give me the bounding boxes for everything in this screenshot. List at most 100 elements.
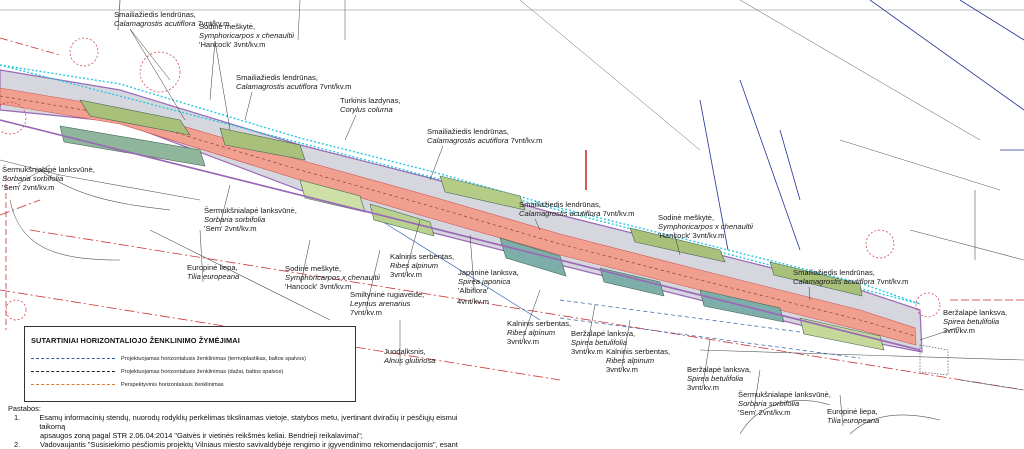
plant-quantity: 3vnt/kv.m (507, 337, 539, 346)
plant-common-name: Europinė liepa, (827, 407, 878, 416)
plant-label: Sodinė meškytė,Symphoricarpos x chenault… (658, 213, 753, 256)
plant-latin-name: Symphoricarpos x chenaultii (658, 222, 753, 231)
leader-line (344, 114, 357, 141)
legend-row-perspective: Perspektyvinis horizontalusis ženklinima… (31, 380, 351, 390)
plant-quantity: 'Albiflora' (458, 286, 489, 295)
plant-labels: Smailiažiedis lendrūnas,Calamagrostis ac… (2, 10, 1007, 427)
note-row: 1.Esamų informacinių stendų, nuorodų rod… (4, 413, 474, 431)
plant-common-name: Kalninis serbentas, (606, 347, 670, 356)
leader-line (429, 145, 444, 181)
plant-quantity: 3vnt/kv.m (606, 365, 638, 374)
leader-line (129, 28, 186, 121)
plant-quantity: 'Sem' 2vnt/kv.m (738, 408, 791, 417)
plant-latin-name: Ribes alpinum (606, 356, 654, 365)
legend-line-perspective (31, 384, 115, 385)
notes-heading: Pastabos: (8, 404, 41, 413)
plant-common-name: Europinė liepa, (187, 263, 238, 272)
leader-line (219, 184, 231, 226)
plant-label: Šermukšnialapė lanksvūnė,Sorbaria sorbif… (2, 164, 95, 192)
note-number: 2. (14, 440, 21, 449)
plant-common-name: Smailiažiedis lendrūnas, (427, 127, 509, 136)
plant-latin-name: Leymus arenarius (350, 299, 411, 308)
leader-line (214, 40, 231, 131)
plant-latin-name: Tilia europeana (187, 272, 239, 281)
plant-common-name: Sodinė meškytė, (285, 264, 341, 273)
plant-label: Beržalapė lanksva,Spirea betulifolia3vnt… (687, 339, 751, 392)
leader-line (469, 234, 475, 288)
leader-line (365, 249, 381, 310)
plant-quantity: 3vnt/kv.m (571, 347, 603, 356)
plant-label: Sodinė meškytė,Symphoricarpos x chenault… (285, 239, 380, 291)
plant-label: Smailiažiedis lendrūnas,Calamagrostis ac… (236, 73, 352, 121)
plant-label: Japoninė lanksva,Spirea japonica'Albiflo… (458, 234, 519, 295)
plant-latin-name: Symphoricarpos x chenaultii (199, 31, 294, 40)
plant-quantity: 7vnt/kv.m (350, 308, 382, 317)
plant-label: Europinė liepa,Tilia europeana (827, 394, 879, 427)
plant-label: Kalninis serbentas,Ribes alpinum3vnt/kv.… (390, 219, 454, 279)
legend-title: SUTARTINIAI HORIZONTALIOJO ŽENKLINIMO ŽY… (31, 336, 240, 345)
legend-row-thermoplastic: Projektuojamas horizontalusis ženklinima… (31, 354, 351, 364)
plant-latin-name: Sorbaria sorbifolia (2, 174, 63, 183)
plant-label: Šermukšnialapė lanksvūnė,Sorbaria sorbif… (204, 184, 297, 233)
legend-text-perspective: Perspektyvinis horizontalusis ženklinima… (121, 382, 224, 388)
plant-common-name: Kalninis serbentas, (390, 252, 454, 261)
plant-latin-name: Sorbaria sorbifolia (204, 215, 265, 224)
leader-line (808, 286, 811, 301)
leader-line (244, 91, 253, 121)
leader-line (300, 239, 311, 284)
notes-block: Pastabos: 1.Esamų informacinių stendų, n… (4, 404, 474, 449)
plant-latin-name: Corylus colurna (340, 105, 393, 114)
plant-common-name: Smailiažiedis lendrūnas, (793, 268, 875, 277)
leader-line (17, 164, 51, 185)
plant-label: Kalninis serbentas,Ribes alpinum3vnt/kv.… (606, 319, 670, 374)
plant-common-name: Beržalapė lanksva, (687, 365, 751, 374)
legend-line-thermoplastic (31, 358, 115, 359)
plant-common-name: Smailiažiedis lendrūnas, (236, 73, 318, 82)
plant-label: Smiltyninė rugiaveidė,Leymus arenarius7v… (350, 249, 424, 317)
leader-line (753, 369, 761, 410)
note-text: Esamų informacinių stendų, nuorodų rodyk… (39, 413, 458, 431)
street-corridor (0, 64, 949, 376)
leader-line (522, 289, 541, 339)
plant-label: Šermukšnialapė lanksvūnė,Sorbaria sorbif… (738, 369, 831, 417)
plant-latin-name: Calamagrostis acutiflora 7vnt/kv.m (793, 277, 909, 286)
plant-common-name: Šermukšnialapė lanksvūnė, (2, 165, 95, 174)
leader-line (534, 218, 541, 231)
legend-text-thermoplastic: Projektuojamas horizontalusis ženklinima… (121, 356, 306, 362)
plant-label: Smailiažiedis lendrūnas,Calamagrostis ac… (114, 10, 230, 121)
plant-quantity: 7vnt/kv.m (874, 277, 908, 286)
note-row: 2. Vadovaujantis "Susisiekimo pėsčiomis p… (4, 440, 474, 449)
plant-quantity: 7vnt/kv.m (195, 19, 229, 28)
plant-latin-name: Tilia europeana (827, 416, 879, 425)
plant-latin-name: Spirea betulifolia (687, 374, 743, 383)
plant-latin-name: Calamagrostis acutiflora 7vnt/kv.m (236, 82, 352, 91)
plant-common-name: Šermukšnialapė lanksvūnė, (738, 390, 831, 399)
plant-quantity: 'Hancock' 3vnt/kv.m (199, 40, 265, 49)
legend-text-paint: Projektuojamas horizontalusis ženklinima… (121, 369, 284, 375)
leader-line (673, 231, 681, 256)
plant-latin-name: Spirea betulifolia (943, 317, 999, 326)
plant-label: Europinė liepa,Tilia europeana (187, 229, 239, 283)
plant-common-name: Turkinis lazdynas, (340, 96, 401, 105)
plant-label: Turkinis lazdynas,Corylus colurna (340, 96, 401, 141)
plant-common-name: Japoninė lanksva, (458, 268, 519, 277)
note-number (4, 431, 40, 440)
plant-common-name: Beržalapė lanksva, (943, 308, 1007, 317)
plant-latin-name: Alnus glutinosa (383, 356, 436, 365)
plant-label: Smailiažiedis lendrūnas,Calamagrostis ac… (427, 127, 543, 181)
leader-line (586, 304, 596, 349)
plant-latin-name: Spirea betulifolia (571, 338, 627, 347)
leader-line (199, 229, 204, 283)
leader-line (129, 28, 171, 81)
legend-row-paint: Projektuojamas horizontalusis ženklinima… (31, 367, 351, 377)
note-row: apsaugos zoną pagal STR 2.06.04:2014 "Ga… (4, 431, 474, 440)
leader-line (839, 394, 844, 427)
plant-latin-name: Sorbaria sorbifolia (738, 399, 799, 408)
plant-common-name: Juodalksnis, (384, 347, 426, 356)
tree-symbols (0, 37, 941, 321)
plant-common-name: Smailiažiedis lendrūnas, (114, 10, 196, 19)
note-text: Vadovaujantis "Susisiekimo pėsčiomis pro… (40, 440, 458, 449)
plant-label: Smailiažiedis lendrūnas,Calamagrostis ac… (793, 268, 909, 301)
plant-common-name: Šermukšnialapė lanksvūnė, (204, 206, 297, 215)
plant-latin-name: Calamagrostis acutiflora 7vnt/kv.m (114, 19, 230, 28)
